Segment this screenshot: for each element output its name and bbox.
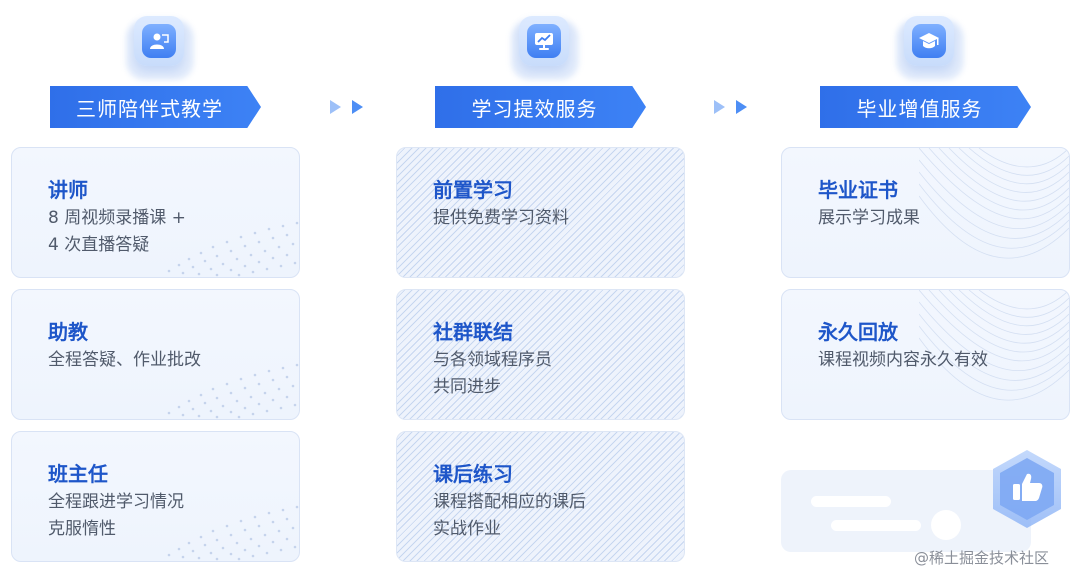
card-title: 毕业证书 — [818, 178, 898, 202]
card-title: 课后练习 — [433, 462, 513, 486]
column-teaching: 三师陪伴式教学 讲师 8 周视频录播课 + 4 次直播答疑 — [9, 0, 301, 575]
card-line: 全程跟进学习情况 — [48, 492, 184, 512]
teacher-icon — [142, 24, 176, 58]
card-text: 全程答疑、作业批改 — [48, 347, 278, 374]
thumbs-up-icon — [993, 450, 1061, 528]
graduation-icon-badge — [896, 14, 964, 82]
card-title: 助教 — [48, 320, 88, 344]
card-line: 与各领域程序员 — [433, 350, 552, 370]
wave-pattern — [919, 290, 1069, 401]
card-line: 实战作业 — [433, 519, 501, 539]
card-community: 社群联结 与各领域程序员 共同进步 — [396, 289, 685, 420]
card-text: 课程视频内容永久有效 — [818, 347, 1048, 374]
card-title: 永久回放 — [818, 320, 898, 344]
graduation-cap-icon — [912, 24, 946, 58]
watermark: @稀土掘金技术社区 — [914, 549, 1050, 567]
card-text: 与各领域程序员 共同进步 — [433, 347, 663, 401]
dot-pattern — [167, 221, 299, 277]
card-text: 课程搭配相应的课后 实战作业 — [433, 489, 663, 543]
dot-pattern — [167, 363, 299, 419]
column-learning-efficiency: 学习提效服务 前置学习 提供免费学习资料 社群联结 与各领域程序员 共同进步 课… — [394, 0, 686, 575]
card-certificate: 毕业证书 展示学习成果 — [781, 147, 1070, 278]
card-exercise: 课后练习 课程搭配相应的课后 实战作业 — [396, 431, 685, 562]
card-title: 讲师 — [48, 178, 88, 202]
card-head-teacher: 班主任 全程跟进学习情况 克服惰性 — [11, 431, 300, 562]
card-line: 提供免费学习资料 — [433, 208, 569, 228]
card-line: 克服惰性 — [48, 519, 116, 539]
card-line: 课程搭配相应的课后 — [433, 492, 586, 512]
presentation-icon-badge — [511, 14, 579, 82]
flow-arrow-icon — [714, 100, 747, 114]
banner-graduation: 毕业增值服务 — [820, 86, 1031, 128]
card-text: 8 周视频录播课 + 4 次直播答疑 — [48, 205, 278, 259]
card-line: 全程答疑、作业批改 — [48, 350, 201, 370]
card-title: 班主任 — [48, 462, 108, 486]
decorative-card — [781, 470, 1031, 552]
card-pre-study: 前置学习 提供免费学习资料 — [396, 147, 685, 278]
dot-pattern — [167, 505, 299, 561]
card-line: 共同进步 — [433, 377, 501, 397]
card-lecturer: 讲师 8 周视频录播课 + 4 次直播答疑 — [11, 147, 300, 278]
wave-pattern — [919, 148, 1069, 259]
card-text: 提供免费学习资料 — [433, 205, 663, 232]
card-line: 8 周视频录播课 + — [48, 208, 186, 228]
card-title: 前置学习 — [433, 178, 513, 202]
thumbs-up-illustration — [781, 448, 1071, 558]
presentation-chart-icon — [527, 24, 561, 58]
teacher-icon-badge — [126, 14, 194, 82]
column-graduation: 毕业增值服务 毕业证书 展示学习成果 — [779, 0, 1071, 575]
banner-learning-efficiency: 学习提效服务 — [435, 86, 646, 128]
flow-arrow-icon — [330, 100, 363, 114]
card-replay: 永久回放 课程视频内容永久有效 — [781, 289, 1070, 420]
card-assistant: 助教 全程答疑、作业批改 — [11, 289, 300, 420]
card-line: 4 次直播答疑 — [48, 235, 150, 255]
card-line: 展示学习成果 — [818, 208, 920, 228]
card-text: 展示学习成果 — [818, 205, 1048, 232]
card-text: 全程跟进学习情况 克服惰性 — [48, 489, 278, 543]
banner-teaching: 三师陪伴式教学 — [50, 86, 261, 128]
card-title: 社群联结 — [433, 320, 513, 344]
card-line: 课程视频内容永久有效 — [818, 350, 988, 370]
